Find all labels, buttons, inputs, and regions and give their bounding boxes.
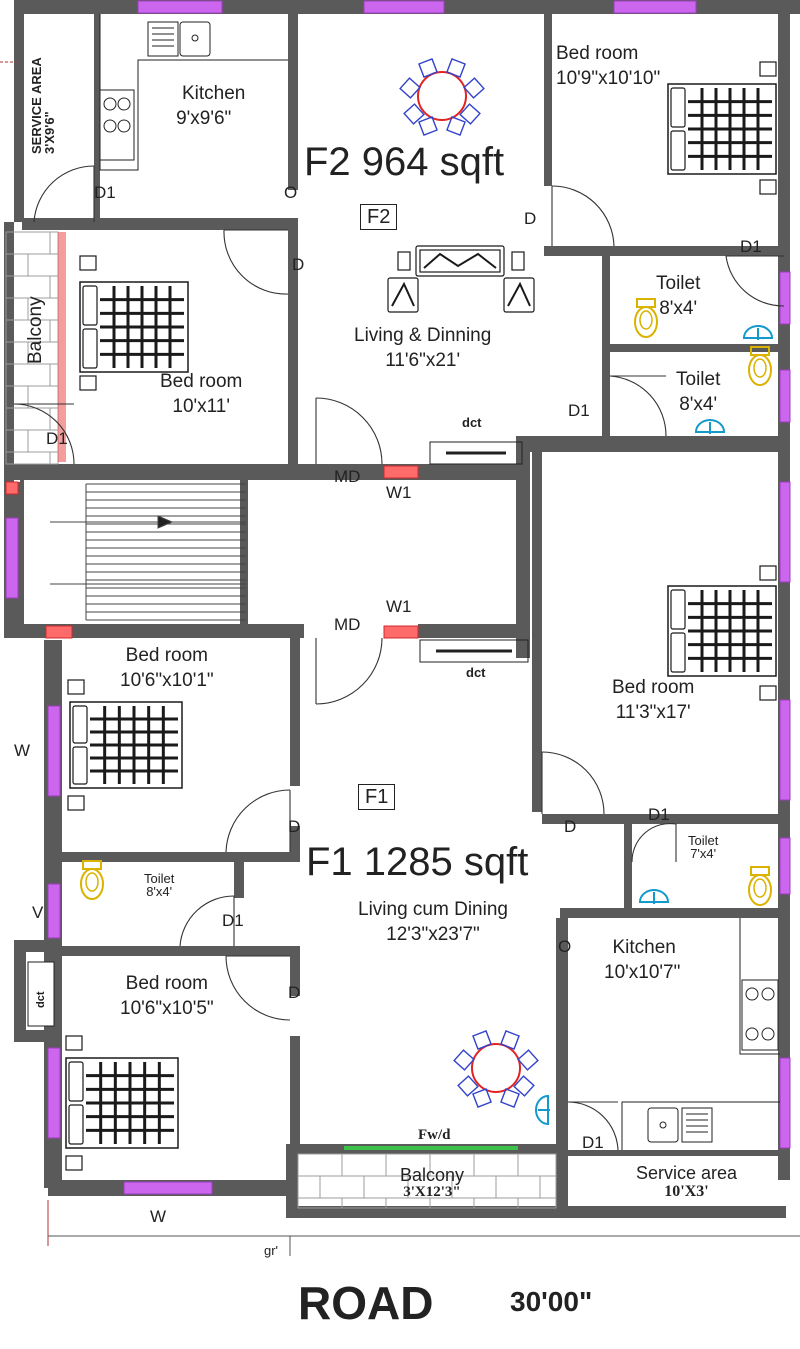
tag-d-bed-f2-left: D	[292, 255, 305, 274]
tag-dct-f1: dct	[466, 665, 486, 680]
tag-md-f2: MD	[334, 467, 361, 486]
tag-d-bed-f1-bottom: D	[288, 983, 301, 1002]
windows	[5, 0, 791, 1195]
tag-duct-left: dct	[35, 991, 47, 1009]
bed-f2-right	[667, 83, 777, 175]
tag-d1-toilet-f1-right: D1	[648, 805, 670, 824]
tag-d-bed-f1-top: D	[288, 817, 301, 836]
dining-set-f1	[453, 1030, 539, 1108]
sofa-set	[387, 245, 535, 313]
tag-d-toilet-f1-right: D	[564, 817, 577, 836]
wc-f1-left	[80, 860, 104, 900]
balcony-brick	[5, 231, 557, 1209]
bedside-table	[759, 685, 777, 701]
tag-dct-f2: dct	[462, 415, 482, 430]
flat-title-f2: F2 964 sqft	[304, 140, 505, 184]
bed-f2-left	[79, 281, 189, 373]
bedside-table	[759, 179, 777, 195]
bed-f1-right	[667, 585, 777, 677]
tag-d1-service-f1: D1	[582, 1133, 604, 1152]
tag-d1-toilet-f2-a: D1	[740, 237, 762, 256]
bed-f1-left-bottom	[65, 1057, 179, 1149]
bedside-table	[67, 795, 85, 811]
door-swings	[13, 165, 785, 1151]
tag-d1-toilet-f1-left: D1	[222, 911, 244, 930]
tag-o-f1: O	[558, 937, 572, 956]
flat-title-f1: F1 1285 sqft	[306, 840, 529, 884]
sanitary	[80, 298, 774, 1126]
tag-w-left: W	[14, 741, 31, 760]
tag-gr: gr'	[264, 1243, 279, 1258]
tag-w1-f1: W1	[386, 597, 412, 616]
basin-f1-living	[535, 1094, 550, 1126]
tag-d1-kitchen-f2: D1	[94, 183, 116, 202]
bedside-table	[67, 679, 85, 695]
flat-code-f2: F2	[360, 204, 398, 230]
bedside-table	[65, 1035, 83, 1051]
tag-d1-toilet-f2-b: D1	[568, 401, 590, 420]
tag-w1-f2: W1	[386, 483, 412, 502]
vents	[5, 465, 419, 639]
bedside-table	[65, 1155, 83, 1171]
bed-f1-left-top	[69, 701, 183, 789]
wc-f1-right	[748, 866, 772, 906]
road-label: ROAD	[298, 1277, 434, 1329]
basin-f2-b	[694, 419, 726, 434]
misc-lines	[0, 61, 800, 1256]
dining-set-f2	[399, 58, 485, 136]
beds	[65, 61, 777, 1171]
wc-f2-b	[748, 346, 772, 386]
tag-d-bed-f2-right: D	[524, 209, 537, 228]
room-balcony-f2: Balcony	[25, 296, 46, 364]
basin-f2-a	[742, 325, 774, 340]
tag-fwd: Fw/d	[418, 1127, 451, 1143]
wc-f2-a	[634, 298, 658, 338]
tag-w-bottom: W	[150, 1207, 167, 1226]
flat-code-f1: F1	[358, 784, 396, 810]
bedside-table	[759, 61, 777, 77]
tag-v-left: V	[32, 903, 44, 922]
bedside-table	[759, 565, 777, 581]
tag-md-f1: MD	[334, 615, 361, 634]
tag-d1-balcony-f2: D1	[46, 429, 68, 448]
dining-sets	[399, 58, 539, 1108]
bedside-table	[79, 375, 97, 391]
staircase	[50, 483, 246, 621]
basin-f1-right	[638, 889, 670, 904]
tag-o-f2: O	[284, 183, 298, 202]
road-width: 30'00"	[510, 1286, 593, 1317]
bedside-table	[79, 255, 97, 271]
kitchen-fixtures	[99, 14, 780, 1150]
